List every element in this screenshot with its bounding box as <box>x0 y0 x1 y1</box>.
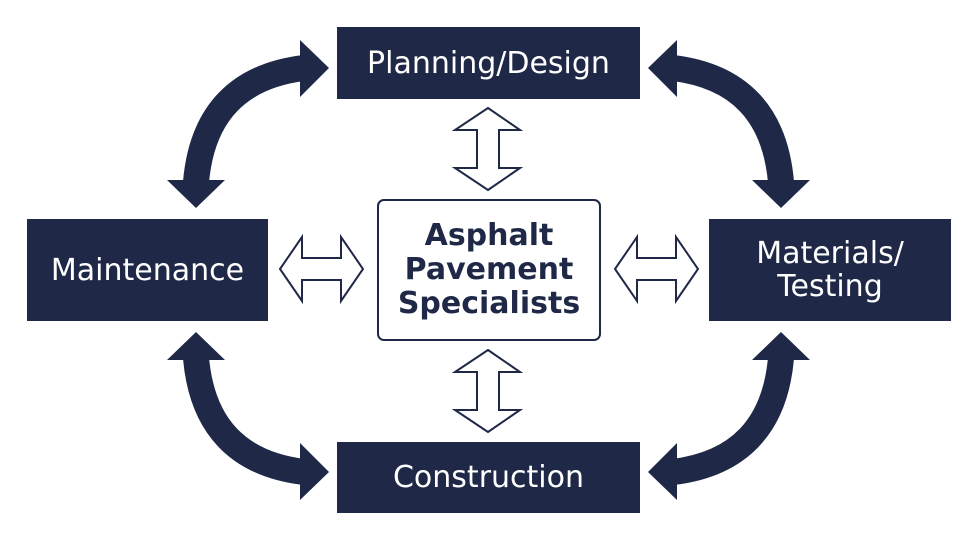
double-arrow-bottom <box>454 349 521 433</box>
node-construction: Construction <box>337 442 640 513</box>
node-label: Construction <box>392 460 584 495</box>
node-label: Maintenance <box>50 252 245 288</box>
curved-arrow-planning-materials <box>648 40 810 208</box>
center-line1: Asphalt <box>424 218 554 253</box>
node-label-line1: Materials/ <box>756 236 904 271</box>
double-arrow-right <box>614 236 699 302</box>
node-planning-design: Planning/Design <box>337 27 640 99</box>
curved-arrow-materials-construction <box>648 332 810 500</box>
node-label: Planning/Design <box>367 45 610 81</box>
curved-arrow-maintenance-planning <box>167 40 329 208</box>
node-label-line2: Testing <box>777 269 883 304</box>
curved-arrow-maintenance-construction <box>167 332 329 500</box>
node-maintenance: Maintenance <box>27 219 268 321</box>
center-line3: Specialists <box>397 286 581 321</box>
center-line2: Pavement <box>404 252 574 287</box>
double-arrow-top <box>454 107 521 191</box>
node-materials-testing: Materials/ Testing <box>709 219 951 321</box>
center-node-asphalt-pavement-specialists: Asphalt Pavement Specialists <box>377 199 601 341</box>
double-arrow-left <box>279 236 364 302</box>
